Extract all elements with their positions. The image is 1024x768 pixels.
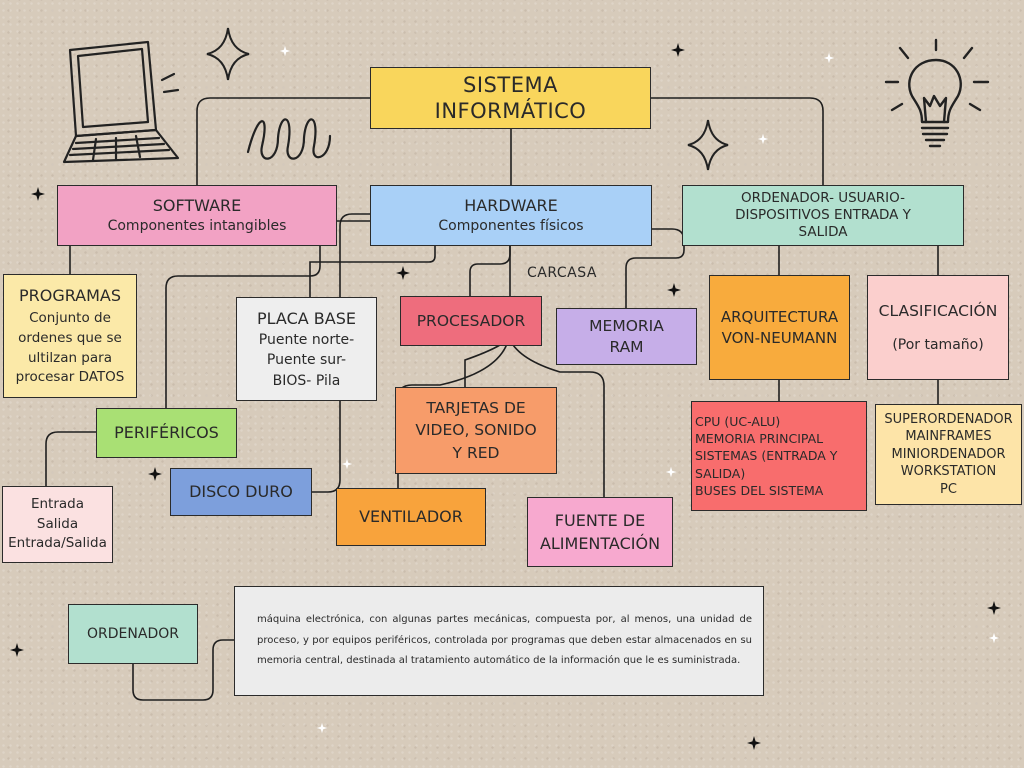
white-star-doodle-icon <box>279 45 291 57</box>
node-title: SOFTWARE <box>152 196 242 216</box>
list-item: Salida <box>36 515 79 532</box>
star-doodle-icon <box>667 283 681 297</box>
node-title: VENTILADOR <box>359 507 463 527</box>
star-doodle-icon <box>10 643 24 657</box>
ventilador-node: VENTILADOR <box>336 488 486 546</box>
list-item: CPU (UC-ALU) <box>695 413 781 429</box>
node-line: ALIMENTACIÓN <box>539 534 661 553</box>
list-item: BUSES DEL SISTEMA <box>695 482 824 498</box>
laptop-doodle-icon <box>62 40 180 164</box>
memoria-ram-node: MEMORIA RAM <box>556 308 697 365</box>
star-doodle-icon <box>396 266 410 280</box>
list-item: WORKSTATION <box>900 464 997 480</box>
connector-hardware-memoria <box>625 228 685 309</box>
node-title: PLACA BASE <box>257 308 356 328</box>
connector-hardware-placa <box>309 244 436 298</box>
sparkle-doodle-icon <box>206 27 250 81</box>
node-title: PROGRAMAS <box>18 286 122 306</box>
white-star-doodle-icon <box>823 52 835 64</box>
connector-hardware-procesador <box>469 244 511 298</box>
node-line: MEMORIA <box>589 317 664 336</box>
node-line: DISPOSITIVOS ENTRADA Y <box>735 206 911 223</box>
spiral-doodle-icon <box>246 118 332 160</box>
disco-duro-node: DISCO DURO <box>170 468 312 516</box>
node-subtitle: Componentes físicos <box>438 217 584 234</box>
node-line: VIDEO, SONIDO <box>415 421 537 440</box>
node-line: Y RED <box>452 443 500 462</box>
star-doodle-icon <box>148 467 162 481</box>
white-star-doodle-icon <box>341 458 353 470</box>
definition-text: máquina electrónica, con algunas partes … <box>257 614 752 667</box>
node-subtitle: (Por tamaño) <box>892 336 984 353</box>
white-star-doodle-icon <box>757 133 769 145</box>
node-line: ORDENADOR- USUARIO- <box>740 189 906 206</box>
procesador-node: PROCESADOR <box>400 296 542 346</box>
clasificacion-node: CLASIFICACIÓN (Por tamaño) <box>867 275 1009 380</box>
connector-ordenador-definicion <box>132 639 235 701</box>
carcasa-label: CARCASA <box>527 265 597 281</box>
node-line: procesar DATOS <box>15 369 125 386</box>
node-title: HARDWARE <box>464 196 558 216</box>
node-line: ultilzan para <box>28 349 112 366</box>
lightbulb-doodle-icon <box>884 38 990 148</box>
connector-perifericos-io <box>45 431 97 487</box>
star-doodle-icon <box>31 187 45 201</box>
programas-node: PROGRAMAS Conjunto de ordenes que se ult… <box>3 274 137 398</box>
io-types-node: Entrada Salida Entrada/Salida <box>2 486 113 563</box>
ordenador-node: ORDENADOR <box>68 604 198 664</box>
node-title: CLASIFICACIÓN <box>878 301 998 320</box>
list-item: MINIORDENADOR <box>891 446 1006 462</box>
list-item: SALIDA) <box>695 465 746 481</box>
arquitectura-components-node: CPU (UC-ALU) MEMORIA PRINCIPAL SISTEMAS … <box>691 401 867 511</box>
node-title: PROCESADOR <box>416 311 526 330</box>
ordenador-usuario-node: ORDENADOR- USUARIO- DISPOSITIVOS ENTRADA… <box>682 185 964 246</box>
node-line: VON-NEUMANN <box>721 328 838 347</box>
node-line: Puente norte- <box>258 332 355 349</box>
node-subtitle: Componentes intangibles <box>107 217 287 234</box>
connector-title-software <box>196 97 371 186</box>
title-line: SISTEMA <box>463 72 558 97</box>
sparkle-doodle-icon <box>687 119 729 171</box>
list-item: SUPERORDENADOR <box>884 411 1013 427</box>
title-line: INFORMÁTICO <box>434 99 587 123</box>
node-line: TARJETAS DE <box>426 398 526 417</box>
node-line: SALIDA <box>798 224 848 241</box>
fuente-node: FUENTE DE ALIMENTACIÓN <box>527 497 673 567</box>
node-line: BIOS- Pila <box>272 372 341 389</box>
connector-title-ordenador-usuario <box>649 97 824 186</box>
list-item: MEMORIA PRINCIPAL <box>695 431 824 447</box>
node-line: ARQUITECTURA <box>720 307 839 326</box>
arquitectura-node: ARQUITECTURA VON-NEUMANN <box>709 275 850 380</box>
white-star-doodle-icon <box>316 722 328 734</box>
list-item: Entrada/Salida <box>8 535 107 552</box>
perifericos-node: PERIFÉRICOS <box>96 408 237 458</box>
node-title: PERIFÉRICOS <box>114 423 219 443</box>
tamanos-node: SUPERORDENADOR MAINFRAMES MINIORDENADOR … <box>875 404 1022 505</box>
list-item: PC <box>940 481 957 497</box>
star-doodle-icon <box>747 736 761 750</box>
star-doodle-icon <box>987 601 1001 615</box>
list-item: SISTEMAS (ENTRADA Y <box>695 448 838 464</box>
white-star-doodle-icon <box>988 632 1000 644</box>
node-line: ordenes que se <box>18 330 122 347</box>
white-star-doodle-icon <box>665 466 677 478</box>
tarjetas-node: TARJETAS DE VIDEO, SONIDO Y RED <box>395 387 557 474</box>
node-title: DISCO DURO <box>189 482 293 502</box>
node-line: FUENTE DE <box>554 510 646 530</box>
title-node: SISTEMA INFORMÁTICO <box>370 67 651 129</box>
node-title: ORDENADOR <box>87 625 179 642</box>
node-line: RAM <box>609 337 644 356</box>
placa-base-node: PLACA BASE Puente norte- Puente sur- BIO… <box>236 297 377 401</box>
node-line: Puente sur- <box>266 352 347 369</box>
software-node: SOFTWARE Componentes intangibles <box>57 185 337 246</box>
definicion-node: máquina electrónica, con algunas partes … <box>234 586 764 696</box>
connector-hardware-fuente <box>509 339 605 498</box>
node-line: Conjunto de <box>29 310 111 327</box>
hardware-node: HARDWARE Componentes físicos <box>370 185 652 246</box>
star-doodle-icon <box>671 43 685 57</box>
list-item: Entrada <box>30 496 85 513</box>
list-item: MAINFRAMES <box>905 429 992 445</box>
